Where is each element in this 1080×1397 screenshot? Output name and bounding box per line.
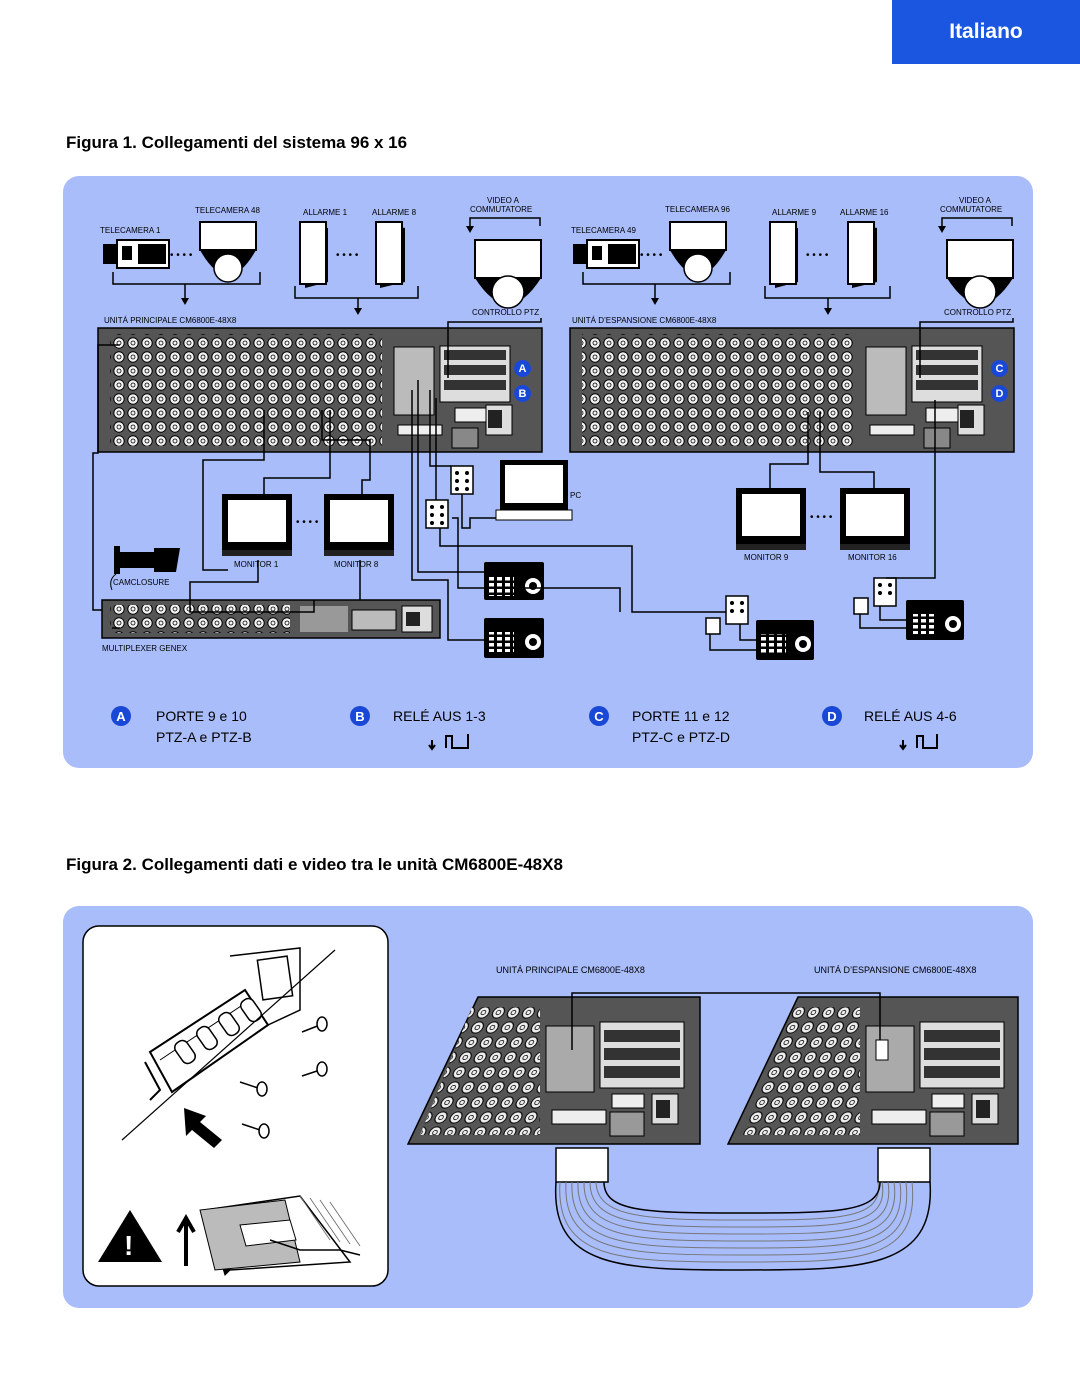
- svg-text:• • • •: • • • •: [810, 512, 833, 523]
- marker-b: B: [514, 385, 531, 402]
- svg-text:• • • •: • • • •: [296, 517, 319, 528]
- camera-48-label: TELECAMERA 48: [195, 206, 260, 215]
- camera-1-label: TELECAMERA 1: [100, 226, 161, 235]
- legend-marker-a: A: [111, 706, 131, 726]
- pc-label: PC: [570, 491, 582, 500]
- svg-text:• • • •: • • • •: [170, 250, 193, 261]
- monitor-1: [222, 494, 292, 556]
- warning-icon: !: [124, 1230, 134, 1261]
- genex-multiplexer: [101, 599, 441, 639]
- marker-a: A: [514, 360, 531, 377]
- alarm-1-label: ALLARME 1: [303, 208, 348, 217]
- ptz-control-right-label: CONTROLLO PTZ: [944, 308, 1012, 317]
- keyboard-3: [756, 620, 814, 660]
- monitor-9: [736, 488, 806, 550]
- legend-c-line1: PORTE 11 e 12: [632, 708, 730, 724]
- legend-a-line1: PORTE 9 e 10: [156, 708, 247, 724]
- marker-d: D: [991, 385, 1008, 402]
- keyboard-2: [484, 618, 544, 658]
- monitor-1-label: MONITOR 1: [234, 560, 279, 569]
- genex-label: MULTIPLEXER GENEX: [102, 644, 188, 653]
- expansion-unit-rack: [569, 327, 1015, 453]
- legend-marker-d: D: [822, 706, 842, 726]
- ptz-control-left-label: CONTROLLO PTZ: [472, 308, 540, 317]
- legend-marker-b: B: [350, 706, 370, 726]
- video-switcher-bottom-left: COMMUTATORE: [470, 205, 533, 214]
- legend-c-line2: PTZ-C e PTZ-D: [632, 729, 730, 745]
- monitor-8: [324, 494, 394, 556]
- monitor-16: [840, 488, 910, 550]
- video-switcher-top-left: VIDEO A: [487, 196, 520, 205]
- keyboard-4: [906, 600, 964, 640]
- alarms-left: • • • •: [294, 221, 419, 315]
- svg-text:• • • •: • • • •: [806, 250, 829, 261]
- fig2-expansion-unit-label: UNITÁ D’ESPANSIONE CM6800E-48X8: [814, 965, 977, 975]
- figure1-title: Figura 1. Collegamenti del sistema 96 x …: [66, 133, 408, 152]
- cameras-right: • • • •: [573, 221, 731, 305]
- legend-marker-c: C: [589, 706, 609, 726]
- cameras-left: • • • •: [103, 221, 261, 305]
- legend-b-line1: RELÉ AUS 1-3: [393, 708, 486, 724]
- main-unit-label: UNITÁ PRINCIPALE CM6800E-48X8: [104, 316, 237, 325]
- expansion-unit-label: UNITÁ D’ESPANSIONE CM6800E-48X8: [572, 316, 717, 325]
- language-tab[interactable]: Italiano: [892, 0, 1080, 64]
- fig2-main-unit-label: UNITÁ PRINCIPALE CM6800E-48X8: [496, 965, 645, 975]
- svg-text:• • • •: • • • •: [640, 250, 663, 261]
- inset-box: [82, 925, 389, 1287]
- camera-96-label: TELECAMERA 96: [665, 205, 730, 214]
- keyboard-1: [484, 562, 544, 600]
- alarm-8-label: ALLARME 8: [372, 208, 417, 217]
- monitor-9-label: MONITOR 9: [744, 553, 789, 562]
- fig2-expansion-unit: [726, 996, 1019, 1145]
- legend-a-line2: PTZ-A e PTZ-B: [156, 729, 252, 745]
- ptz-dome-left: [466, 217, 542, 309]
- camclosure-label: CAMCLOSURE: [113, 578, 170, 587]
- pc-monitor: [495, 460, 573, 521]
- camera-49-label: TELECAMERA 49: [571, 226, 636, 235]
- svg-text:• • • •: • • • •: [336, 250, 359, 261]
- video-switcher-top-right: VIDEO A: [959, 196, 992, 205]
- camclosure-camera: [110, 546, 180, 591]
- marker-c: C: [991, 360, 1008, 377]
- alarm-9-label: ALLARME 9: [772, 208, 817, 217]
- video-switcher-bottom-right: COMMUTATORE: [940, 205, 1003, 214]
- monitor-16-label: MONITOR 16: [848, 553, 897, 562]
- monitor-8-label: MONITOR 8: [334, 560, 379, 569]
- legend-d-line1: RELÉ AUS 4-6: [864, 708, 957, 724]
- alarms-right: • • • •: [764, 221, 891, 315]
- figure2-title: Figura 2. Collegamenti dati e video tra …: [66, 855, 563, 874]
- alarm-16-label: ALLARME 16: [840, 208, 889, 217]
- fig2-main-unit: [406, 996, 701, 1145]
- ptz-dome-right: [938, 217, 1014, 309]
